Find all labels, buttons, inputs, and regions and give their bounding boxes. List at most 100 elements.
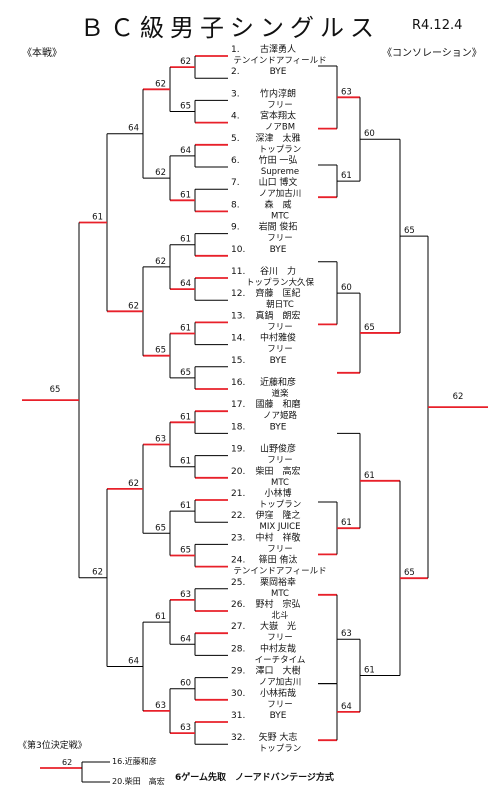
player-name: 森 威	[264, 198, 291, 210]
player-name: 國藤 和磨	[255, 398, 300, 410]
player-name: 矢野 大志	[259, 731, 298, 743]
player-club: フリー	[267, 100, 293, 110]
score-label: 60	[341, 283, 352, 293]
player-number: 32.	[231, 733, 245, 743]
third-place-score: 62	[62, 758, 73, 767]
player-number: 20.	[231, 467, 245, 477]
score-label: 61	[364, 666, 375, 676]
score-label: 61	[180, 190, 191, 200]
player-name: BYE	[270, 356, 287, 366]
main-draw-label: 《本戦》	[22, 48, 62, 59]
player-name: 澤口 大樹	[255, 665, 300, 677]
player-club: トップラン	[259, 744, 302, 754]
player-number: 25.	[231, 578, 245, 588]
player-number: 18.	[231, 422, 245, 432]
score-label: 65	[50, 385, 61, 395]
player-name: 小林博	[264, 487, 291, 499]
player-club: フリー	[267, 345, 293, 355]
score-label: 63	[155, 435, 166, 445]
score-label: 63	[155, 701, 166, 711]
player-number: 24.	[231, 556, 245, 566]
third-place-player-a: 16.近藤和彦	[112, 757, 157, 766]
score-label: 61	[180, 324, 191, 334]
player-number: 10.	[231, 245, 245, 255]
score-label: 62	[92, 568, 103, 578]
player-name: 近藤和彦	[260, 376, 296, 388]
player-name: 竹田 一弘	[259, 154, 298, 166]
player-number: 12.	[231, 289, 245, 299]
player-club: テンインドアフィールド	[233, 56, 326, 66]
score-label: 61	[180, 501, 191, 511]
player-name: 栗岡裕幸	[260, 576, 296, 588]
player-club: 道楽	[271, 388, 289, 399]
score-label: 61	[180, 457, 191, 467]
player-number: 22.	[231, 511, 245, 521]
score-label: 64	[128, 657, 139, 667]
score-label: 64	[128, 124, 139, 134]
score-label: 62	[155, 168, 166, 178]
player-club: フリー	[267, 456, 293, 466]
player-name: BYE	[270, 245, 287, 255]
player-number: 27.	[231, 622, 245, 632]
player-club: トップラン	[259, 145, 302, 155]
score-label: 61	[341, 171, 352, 181]
player-name: 岩間 俊拓	[259, 221, 298, 233]
player-name: 深津 太雅	[255, 132, 300, 144]
player-club: ノア加古川	[259, 677, 302, 688]
score-label: 64	[180, 634, 191, 644]
player-name: 古澤勇人	[260, 43, 296, 55]
score-label: 62	[128, 301, 139, 311]
player-club: テンインドアフィールド	[233, 567, 326, 577]
score-label: 62	[180, 57, 191, 67]
player-name: 野村 宗弘	[255, 598, 300, 610]
player-number: 15.	[231, 356, 245, 366]
player-number: 29.	[231, 667, 245, 677]
player-name: 竹内淳朗	[260, 87, 296, 99]
score-label: 61	[180, 235, 191, 245]
player-club: MTC	[271, 211, 289, 221]
player-club: トップラン大久保	[246, 277, 315, 288]
player-number: 23.	[231, 533, 245, 543]
player-name: 篠田 侑汰	[259, 554, 298, 566]
player-name: BYE	[270, 711, 287, 721]
player-name: BYE	[270, 67, 287, 77]
player-name: 宮本翔太	[260, 110, 296, 122]
score-label: 62	[155, 257, 166, 267]
player-number: 1.	[231, 45, 240, 55]
score-label: 65	[404, 568, 415, 578]
score-label: 64	[180, 279, 191, 289]
score-label: 61	[155, 612, 166, 622]
player-name: BYE	[270, 422, 287, 432]
player-club: フリー	[267, 322, 293, 332]
player-club: イーチタイム	[255, 655, 306, 665]
player-number: 14.	[231, 334, 245, 344]
player-club: 朝日TC	[266, 300, 294, 310]
score-label: 65	[404, 226, 415, 236]
player-number: 17.	[231, 400, 245, 410]
score-label: 63	[341, 87, 352, 97]
player-club: 北斗	[271, 611, 289, 621]
player-club: ノアBM	[265, 123, 295, 133]
score-label: 65	[155, 346, 166, 356]
player-name: 谷川 力	[260, 265, 296, 277]
player-club: Supreme	[261, 167, 299, 177]
player-club: MTC	[271, 478, 289, 488]
format-note: 6ゲーム先取 ノーアドバンテージ方式	[175, 773, 334, 783]
score-label: 61	[364, 471, 375, 481]
score-label: 63	[341, 629, 352, 639]
player-number: 31.	[231, 711, 245, 721]
score-label: 63	[180, 723, 191, 733]
score-label: 64	[341, 702, 352, 712]
player-number: 2.	[231, 67, 240, 77]
player-number: 26.	[231, 600, 245, 610]
page-title: ＢＣ級男子シングルス	[80, 14, 380, 42]
player-number: 11.	[231, 267, 245, 277]
player-club: フリー	[267, 234, 293, 244]
score-label: 63	[180, 590, 191, 600]
score-label: 60	[180, 679, 191, 689]
player-number: 21.	[231, 489, 245, 499]
player-club: MTC	[271, 589, 289, 599]
score-label: 60	[364, 129, 375, 139]
player-club: フリー	[267, 633, 293, 643]
